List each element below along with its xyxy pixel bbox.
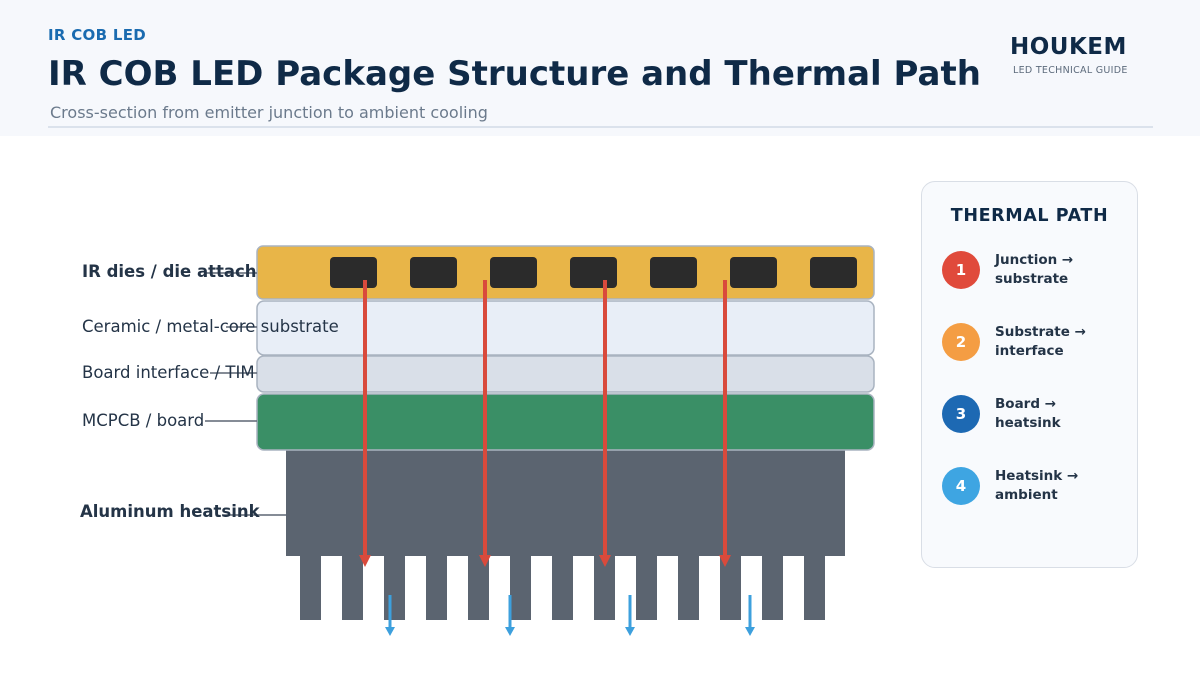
heatsink-fin: [468, 555, 489, 620]
heatsink-fin: [720, 555, 741, 620]
step-text: Board → heatsink: [995, 396, 1061, 431]
ir-die: [410, 257, 457, 288]
thermal-path-panel: THERMAL PATH 1 Junction → substrate 2 Su…: [921, 181, 1138, 568]
header-band: [0, 0, 1200, 136]
heatsink-fin: [804, 555, 825, 620]
step-number-badge: 4: [942, 467, 980, 505]
airflow-arrow-head: [385, 627, 395, 636]
step-text: Substrate → interface: [995, 324, 1086, 359]
heatsink-fin: [384, 555, 405, 620]
step-number-badge: 3: [942, 395, 980, 433]
heatsink-fin: [594, 555, 615, 620]
airflow-arrow-head: [625, 627, 635, 636]
airflow-arrow-head: [745, 627, 755, 636]
brand-logo: HOUKEM: [1010, 34, 1127, 60]
step-number-badge: 1: [942, 251, 980, 289]
heatsink-fin: [510, 555, 531, 620]
ir-die: [650, 257, 697, 288]
heatsink-fin: [342, 555, 363, 620]
heatsink-fin: [762, 555, 783, 620]
ambient-airflow-arrows: [385, 595, 755, 636]
thermal-path-title: THERMAL PATH: [950, 206, 1109, 226]
eyebrow-label: IR COB LED: [48, 26, 147, 44]
heatsink-fin: [636, 555, 657, 620]
heat-arrow-head: [479, 555, 491, 567]
label-ir-dies: IR dies / die attach: [82, 262, 257, 281]
layer-heatsink: [286, 450, 845, 556]
label-board-interface: Board interface / TIM: [82, 363, 255, 382]
thermal-step-4: 4 Heatsink → ambient: [942, 465, 1132, 509]
layer-board: [256, 393, 875, 451]
heat-arrow-head: [359, 555, 371, 567]
label-heatsink: Aluminum heatsink: [80, 502, 260, 521]
step-text: Heatsink → ambient: [995, 468, 1079, 503]
heatsink-fin: [426, 555, 447, 620]
step-text: Junction → substrate: [995, 252, 1074, 287]
ir-die: [810, 257, 857, 288]
heatsink-fins: [300, 555, 825, 620]
heat-arrow-head: [719, 555, 731, 567]
page-subtitle: Cross-section from emitter junction to a…: [50, 103, 488, 122]
layer-substrate: [256, 300, 875, 356]
ir-die: [490, 257, 537, 288]
thermal-step-3: 3 Board → heatsink: [942, 393, 1132, 437]
ir-die: [730, 257, 777, 288]
heat-arrow-head: [599, 555, 611, 567]
ir-die: [330, 257, 377, 288]
heatsink-fin: [678, 555, 699, 620]
thermal-step-2: 2 Substrate → interface: [942, 321, 1132, 365]
heatsink-fin: [552, 555, 573, 620]
thermal-step-1: 1 Junction → substrate: [942, 249, 1132, 293]
brand-tagline: LED TECHNICAL GUIDE: [1013, 65, 1128, 76]
layer-tim: [256, 355, 875, 393]
ir-die: [570, 257, 617, 288]
airflow-arrow-head: [505, 627, 515, 636]
header-divider: [48, 126, 1153, 128]
heatsink-fin: [300, 555, 321, 620]
label-substrate: Ceramic / metal-core substrate: [82, 317, 339, 336]
heat-flow-arrows: [359, 280, 731, 567]
label-mcpcb: MCPCB / board: [82, 411, 205, 430]
step-number-badge: 2: [942, 323, 980, 361]
page-title: IR COB LED Package Structure and Thermal…: [48, 54, 981, 94]
